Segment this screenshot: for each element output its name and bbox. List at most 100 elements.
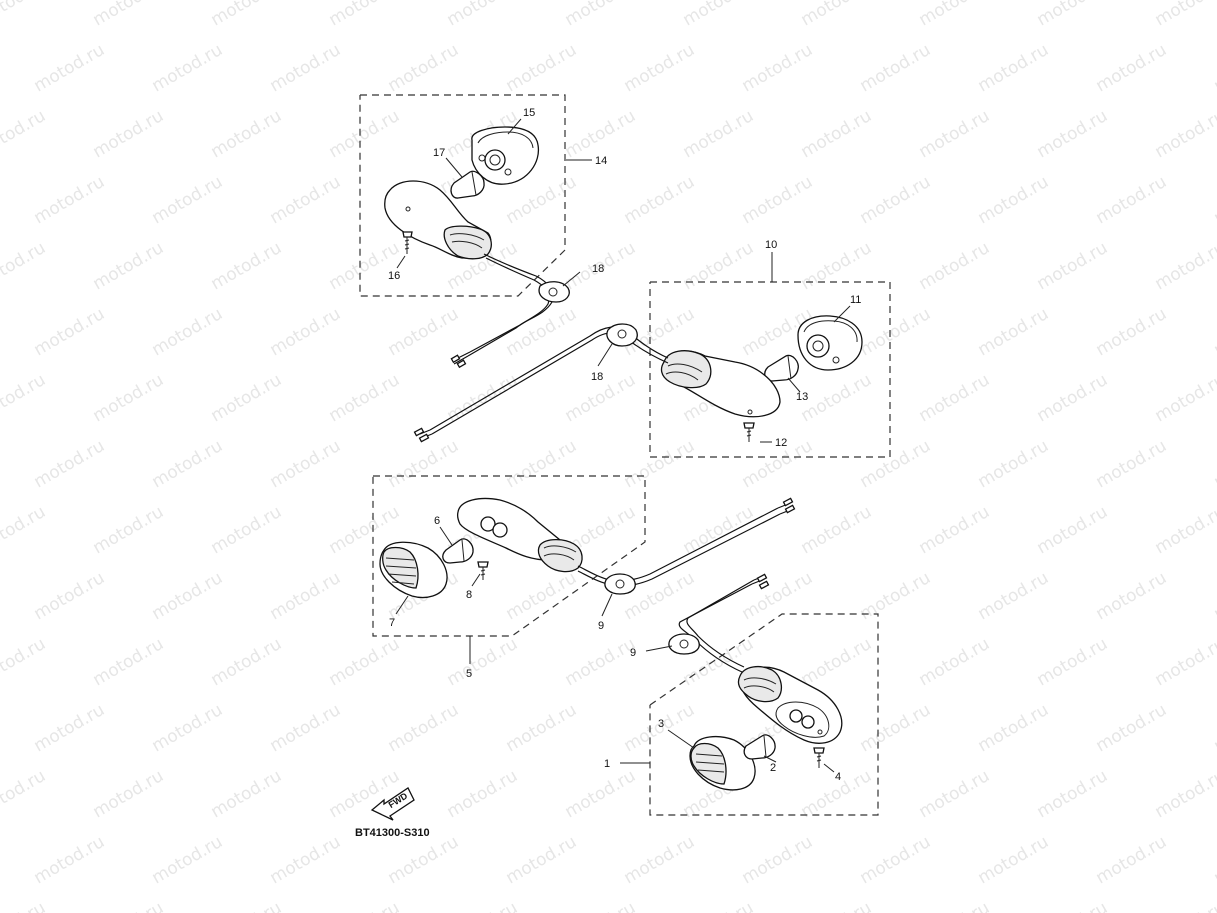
watermark-text: motod.ru (149, 172, 227, 228)
watermark-text: motod.ru (326, 106, 404, 162)
watermark-text: motod.ru (208, 0, 286, 30)
watermark-text: motod.ru (680, 898, 758, 913)
watermark-text: motod.ru (916, 898, 994, 913)
watermark-text: motod.ru (562, 106, 640, 162)
lens-3 (689, 735, 756, 791)
screw-4 (813, 747, 825, 768)
watermark-text: motod.ru (1152, 634, 1217, 690)
callout-16: 16 (388, 270, 400, 282)
watermark-text: motod.ru (444, 898, 522, 913)
watermark-text: motod.ru (1093, 832, 1171, 888)
callout-10: 10 (765, 239, 777, 251)
callout-labels: 1 2 3 4 5 6 7 8 9 9 10 11 12 13 14 15 16… (388, 107, 861, 783)
watermark-text: motod.ru (857, 304, 935, 360)
watermark-text: motod.ru (90, 634, 168, 690)
watermark-text: motod.ru (0, 766, 49, 822)
watermark-text: motod.ru (31, 700, 109, 756)
callout-17: 17 (433, 147, 445, 159)
watermark-text: motod.ru (385, 832, 463, 888)
callout-3: 3 (658, 718, 664, 730)
watermark-text: motod.ru (1152, 502, 1217, 558)
watermark-text: motod.ru (31, 568, 109, 624)
watermark-text: motod.ru (208, 634, 286, 690)
watermark-text: motod.ru (0, 238, 49, 294)
watermark-text: motod.ru (149, 304, 227, 360)
watermark-text: motod.ru (267, 436, 345, 492)
watermark-text: motod.ru (857, 172, 935, 228)
watermark-text: motod.ru (739, 568, 817, 624)
watermark-text: motod.ru (208, 238, 286, 294)
watermark-text: motod.ru (739, 172, 817, 228)
watermark-text: motod.ru (975, 172, 1053, 228)
watermark-text: motod.ru (1211, 40, 1217, 96)
bulb-13 (764, 354, 799, 382)
watermark-text: motod.ru (621, 832, 699, 888)
watermark-text: motod.ru (680, 0, 758, 30)
watermark-text: motod.ru (1152, 370, 1217, 426)
watermark-text: motod.ru (1034, 106, 1112, 162)
watermark-text: motod.ru (916, 0, 994, 30)
callout-12: 12 (775, 437, 787, 449)
watermark-text: motod.ru (90, 502, 168, 558)
watermark-text: motod.ru (975, 304, 1053, 360)
watermark-text: motod.ru (857, 700, 935, 756)
watermark-text: motod.ru (916, 634, 994, 690)
watermark-text: motod.ru (149, 436, 227, 492)
watermark-text: motod.ru (975, 832, 1053, 888)
watermark-text: motod.ru (267, 40, 345, 96)
watermark-text: motod.ru (503, 832, 581, 888)
watermark-text: motod.ru (975, 436, 1053, 492)
lens-7 (379, 541, 448, 599)
watermark-text: motod.ru (0, 106, 49, 162)
watermark-text: motod.ru (798, 634, 876, 690)
callout-15: 15 (523, 107, 535, 119)
watermark-text: motod.ru (798, 106, 876, 162)
watermark-text: motod.ru (1211, 304, 1217, 360)
lens-15 (471, 126, 540, 185)
watermark-text: motod.ru (621, 436, 699, 492)
watermark-text: motod.ru (149, 40, 227, 96)
callout-9a: 9 (598, 620, 604, 632)
watermark-text: motod.ru (1093, 436, 1171, 492)
watermark-text: motod.ru (267, 304, 345, 360)
watermark-text: motod.ru (149, 700, 227, 756)
watermark-text: motod.ru (1034, 0, 1112, 30)
watermark-text: motod.ru (975, 40, 1053, 96)
callout-8: 8 (466, 589, 472, 601)
watermark-text: motod.ru (1034, 634, 1112, 690)
watermark-text: motod.ru (1093, 304, 1171, 360)
watermark-text: motod.ru (1093, 172, 1171, 228)
bulb-2 (743, 734, 776, 760)
watermark-text: motod.ru (1034, 502, 1112, 558)
watermark-text: motod.ru (149, 832, 227, 888)
callout-5: 5 (466, 668, 472, 680)
watermark-text: motod.ru (444, 634, 522, 690)
watermark-text: motod.ru (90, 106, 168, 162)
wire-5 (577, 497, 796, 617)
callout-4: 4 (835, 771, 841, 783)
watermark-text: motod.ru (1211, 700, 1217, 756)
watermark-text: motod.ru (208, 766, 286, 822)
watermark-text: motod.ru (0, 502, 49, 558)
housing-14 (384, 180, 492, 260)
watermark-text: motod.ru (916, 502, 994, 558)
watermark-text: motod.ru (680, 106, 758, 162)
watermark-text: motod.ru (798, 898, 876, 913)
watermark-text: motod.ru (503, 700, 581, 756)
watermark-text: motod.ru (1152, 0, 1217, 30)
watermark-text: motod.ru (1211, 172, 1217, 228)
watermark-text: motod.ru (1152, 898, 1217, 913)
watermark-text: motod.ru (1152, 766, 1217, 822)
watermark-text: motod.ru (857, 568, 935, 624)
diagram-code: BT41300-S310 (355, 827, 430, 839)
watermark-text: motod.ru (562, 0, 640, 30)
watermark-text: motod.ru (90, 0, 168, 30)
watermark-text: motod.ru (975, 700, 1053, 756)
callout-11: 11 (850, 294, 861, 306)
lens-11 (797, 315, 863, 371)
watermark-text: motod.ru (1152, 238, 1217, 294)
watermark-text: motod.ru (739, 40, 817, 96)
watermark-text: motod.ru (0, 898, 49, 913)
watermark-text: motod.ru (1093, 700, 1171, 756)
